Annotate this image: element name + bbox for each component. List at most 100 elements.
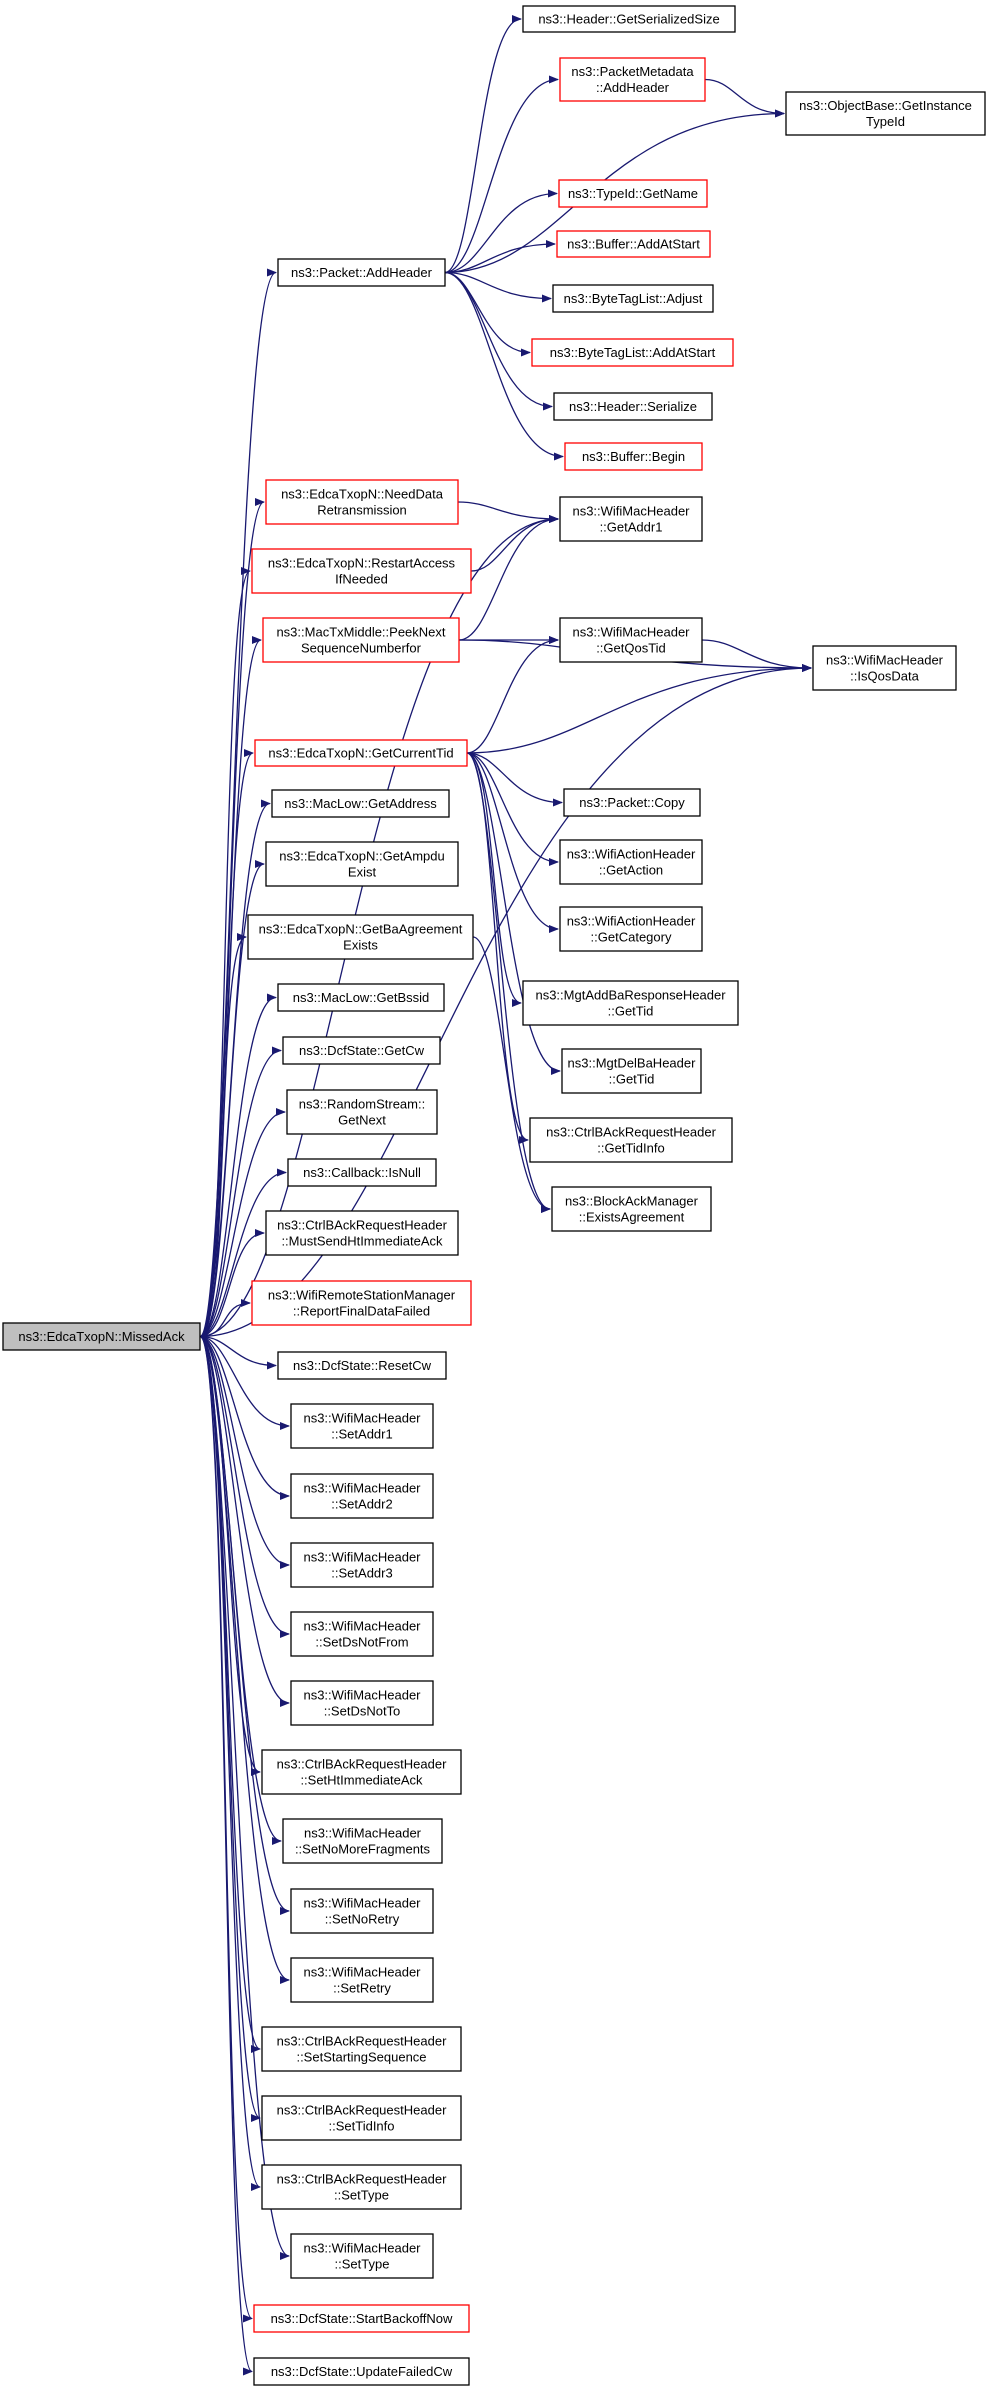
node-mustsendht[interactable]: ns3::CtrlBAckRequestHeader::MustSendHtIm… <box>265 1210 459 1256</box>
node-settidinfo[interactable]: ns3::CtrlBAckRequestHeader::SetTidInfo <box>261 2095 462 2141</box>
node-bufferbegin[interactable]: ns3::Buffer::Begin <box>564 442 703 471</box>
node-getqostid[interactable]: ns3::WifiMacHeader::GetQosTid <box>559 617 703 663</box>
node-label: ::SetDsNotTo <box>324 1704 401 1719</box>
node-box <box>559 839 703 885</box>
node-setaddr3[interactable]: ns3::WifiMacHeader::SetAddr3 <box>290 1542 434 1588</box>
node-label: ::SetAddr3 <box>331 1566 392 1581</box>
node-setaddr2[interactable]: ns3::WifiMacHeader::SetAddr2 <box>290 1473 434 1519</box>
node-getaction[interactable]: ns3::WifiActionHeader::GetAction <box>559 839 703 885</box>
edge-missedack-to-getcw <box>199 1046 282 1338</box>
node-gettidinfo[interactable]: ns3::CtrlBAckRequestHeader::GetTidInfo <box>529 1117 733 1163</box>
node-label: ns3::MgtAddBaResponseHeader <box>535 988 726 1003</box>
node-box <box>553 392 713 421</box>
node-ctrlsettype[interactable]: ns3::CtrlBAckRequestHeader::SetType <box>261 2164 462 2210</box>
node-headerserialize[interactable]: ns3::Header::Serialize <box>553 392 713 421</box>
edge-packetaddheader-to-getserializedsize <box>444 15 522 274</box>
node-label: ns3::ByteTagList::AddAtStart <box>550 345 716 360</box>
node-metaaddheader[interactable]: ns3::PacketMetadata::AddHeader <box>559 57 706 102</box>
node-label: ::GetTidInfo <box>597 1141 664 1156</box>
edge-needdataretrans-to-getaddr1 <box>457 501 559 523</box>
node-setstartingseq[interactable]: ns3::CtrlBAckRequestHeader::SetStartingS… <box>261 2026 462 2072</box>
node-box <box>286 1089 438 1135</box>
node-getcurrenttid[interactable]: ns3::EdcaTxopN::GetCurrentTid <box>254 739 468 767</box>
node-box <box>287 1158 437 1187</box>
node-delbatid[interactable]: ns3::MgtDelBaHeader::GetTid <box>561 1048 702 1094</box>
node-getcategory[interactable]: ns3::WifiActionHeader::GetCategory <box>559 906 703 952</box>
edge-packetaddheader-to-metaaddheader <box>444 75 559 274</box>
edge-getcurrenttid-to-packetcopy <box>466 752 563 807</box>
node-label: ::GetQosTid <box>596 641 666 656</box>
node-label: ::SetNoMoreFragments <box>295 1842 431 1857</box>
node-macsettype[interactable]: ns3::WifiMacHeader::SetType <box>290 2233 434 2279</box>
node-startbackoff[interactable]: ns3::DcfState::StartBackoffNow <box>253 2304 470 2333</box>
node-setretry[interactable]: ns3::WifiMacHeader::SetRetry <box>290 1957 434 2003</box>
node-packetcopy[interactable]: ns3::Packet::Copy <box>563 788 701 817</box>
node-existsagreement[interactable]: ns3::BlockAckManager::ExistsAgreement <box>551 1186 712 1232</box>
node-label: ns3::WifiMacHeader <box>303 1896 421 1911</box>
edge-missedack-to-updatefailedcw <box>199 1335 253 2376</box>
edge-missedack-to-setdsnotfrom <box>199 1335 290 1638</box>
node-updatefailedcw[interactable]: ns3::DcfState::UpdateFailedCw <box>253 2357 470 2386</box>
node-missedack[interactable]: ns3::EdcaTxopN::MissedAck <box>2 1322 201 1351</box>
node-sethtimmediate[interactable]: ns3::CtrlBAckRequestHeader::SetHtImmedia… <box>261 1749 462 1795</box>
edge-getcurrenttid-to-getqostid <box>466 636 559 754</box>
node-label: ::SetTidInfo <box>329 2119 395 2134</box>
edge-packetaddheader-to-bufferaddatstart <box>444 240 556 274</box>
edge-getcurrenttid-to-delbatid <box>466 752 561 1075</box>
node-bytetagadjust[interactable]: ns3::ByteTagList::Adjust <box>552 284 714 313</box>
edge-getcurrenttid-to-getaction <box>466 752 559 866</box>
edge-missedack-to-reportfinal <box>199 1299 251 1338</box>
node-resetcw[interactable]: ns3::DcfState::ResetCw <box>277 1351 447 1380</box>
node-addbaresptid[interactable]: ns3::MgtAddBaResponseHeader::GetTid <box>522 980 739 1026</box>
node-box <box>265 479 459 525</box>
node-label: ns3::EdcaTxopN::GetCurrentTid <box>268 746 453 761</box>
node-setnoretry[interactable]: ns3::WifiMacHeader::SetNoRetry <box>290 1888 434 1934</box>
node-bufferaddatstart[interactable]: ns3::Buffer::AddAtStart <box>556 230 711 258</box>
node-callbackisnull[interactable]: ns3::Callback::IsNull <box>287 1158 437 1187</box>
node-setnomorefrag[interactable]: ns3::WifiMacHeader::SetNoMoreFragments <box>282 1818 443 1864</box>
node-getserializedsize[interactable]: ns3::Header::GetSerializedSize <box>522 5 736 33</box>
node-box <box>251 1280 472 1326</box>
edge-missedack-to-callbackisnull <box>199 1168 287 1338</box>
node-randomgetnext[interactable]: ns3::RandomStream::GetNext <box>286 1089 438 1135</box>
node-packetaddheader[interactable]: ns3::Packet::AddHeader <box>277 258 446 287</box>
node-label: ns3::TypeId::GetName <box>568 186 698 201</box>
node-box <box>563 788 701 817</box>
edge-missedack-to-setaddr3 <box>199 1335 290 1569</box>
node-label: ns3::WifiMacHeader <box>303 1619 421 1634</box>
node-typeidgetname[interactable]: ns3::TypeId::GetName <box>558 179 708 208</box>
node-bytetagaddatstart[interactable]: ns3::ByteTagList::AddAtStart <box>531 338 734 367</box>
node-getbssid[interactable]: ns3::MacLow::GetBssid <box>277 983 445 1012</box>
edge-peeknextseq-to-getaddr1 <box>458 515 559 641</box>
edge-missedack-to-resetcw <box>199 1335 277 1370</box>
node-label: ns3::DcfState::ResetCw <box>293 1358 432 1373</box>
edge-packetaddheader-to-typeidgetname <box>444 189 558 274</box>
node-label: ::SetType <box>335 2257 390 2272</box>
node-setdsnotto[interactable]: ns3::WifiMacHeader::SetDsNotTo <box>290 1680 434 1726</box>
node-box <box>564 442 703 471</box>
node-label: ns3::DcfState::GetCw <box>299 1043 425 1058</box>
node-getaddr1[interactable]: ns3::WifiMacHeader::GetAddr1 <box>559 496 703 542</box>
node-label: ns3::MgtDelBaHeader <box>568 1056 697 1071</box>
node-label: ns3::EdcaTxopN::GetAmpdu <box>279 849 444 864</box>
node-box <box>277 983 445 1012</box>
node-setdsnotfrom[interactable]: ns3::WifiMacHeader::SetDsNotFrom <box>290 1611 434 1657</box>
node-peeknextseq[interactable]: ns3::MacTxMiddle::PeekNextSequenceNumber… <box>262 617 460 663</box>
node-setaddr1[interactable]: ns3::WifiMacHeader::SetAddr1 <box>290 1403 434 1449</box>
node-getaddress[interactable]: ns3::MacLow::GetAddress <box>271 789 450 818</box>
node-label: TypeId <box>866 114 905 129</box>
edge-missedack-to-setdsnotto <box>199 1335 290 1707</box>
node-label: ::SetStartingSequence <box>296 2050 426 2065</box>
node-isqosdata[interactable]: ns3::WifiMacHeader::IsQosData <box>812 645 957 691</box>
node-box <box>262 617 460 663</box>
node-getcw[interactable]: ns3::DcfState::GetCw <box>282 1036 441 1065</box>
node-reportfinal[interactable]: ns3::WifiRemoteStationManager::ReportFin… <box>251 1280 472 1326</box>
node-label: ::IsQosData <box>850 669 919 684</box>
node-label: ns3::Buffer::Begin <box>582 449 685 464</box>
node-label: ns3::Header::Serialize <box>569 399 697 414</box>
